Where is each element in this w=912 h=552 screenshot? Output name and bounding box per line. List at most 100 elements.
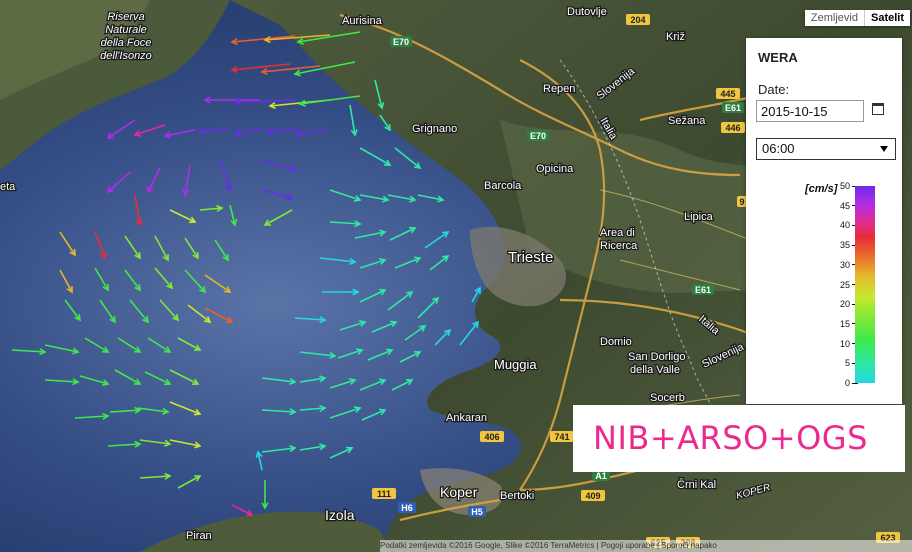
current-arrow	[259, 159, 297, 171]
current-arrow	[257, 451, 263, 471]
scale-tick: 20	[840, 299, 858, 309]
current-arrowhead	[377, 101, 385, 110]
urban-trieste	[470, 226, 567, 307]
svg-text:409: 409	[585, 491, 600, 501]
current-arrowhead	[225, 316, 234, 323]
current-arrowhead	[133, 346, 142, 353]
svg-text:H6: H6	[401, 503, 413, 513]
label-grignano: Grignano	[412, 123, 457, 135]
current-arrow	[64, 299, 81, 321]
current-arrow	[59, 269, 73, 293]
calendar-icon[interactable]	[872, 103, 884, 115]
current-arrow	[99, 299, 116, 323]
current-arrow	[295, 129, 329, 135]
current-arrowhead	[349, 257, 357, 266]
current-arrowhead	[474, 286, 481, 295]
road-badge-a1: A1	[592, 470, 610, 481]
current-arrowhead	[66, 285, 73, 294]
current-arrowhead	[39, 348, 47, 356]
current-arrowhead	[193, 408, 202, 416]
current-arrowhead	[101, 379, 110, 387]
current-arrow	[154, 235, 169, 261]
current-arrow	[404, 325, 426, 341]
label-eta: eta	[0, 181, 16, 193]
current-arrowhead	[289, 377, 297, 385]
current-arrowhead	[74, 313, 82, 322]
current-arrow	[177, 337, 201, 351]
current-arrowhead	[289, 445, 297, 453]
current-arrowhead	[164, 472, 172, 480]
current-arrowhead	[69, 248, 76, 257]
label-lipica: Lipica	[684, 211, 714, 223]
current-arrowhead	[72, 347, 80, 355]
current-arrowhead	[166, 281, 174, 290]
label-muggia: Muggia	[494, 357, 537, 372]
chevron-down-icon	[880, 146, 888, 152]
current-arrowhead	[263, 219, 272, 226]
current-arrow	[169, 369, 199, 385]
label-trieste: Trieste	[508, 249, 553, 266]
current-arrow	[367, 349, 393, 361]
time-select-value: 06:00	[762, 141, 795, 156]
current-arrow	[417, 297, 439, 319]
current-arrow	[379, 114, 391, 131]
current-arrowhead	[389, 320, 398, 328]
current-arrow	[204, 307, 233, 323]
current-arrowhead	[134, 406, 142, 414]
current-arrowhead	[198, 127, 206, 135]
road-badge-445: 445	[716, 88, 740, 99]
current-arrow	[107, 171, 131, 193]
svg-text:A1: A1	[595, 471, 607, 481]
current-arrowhead	[255, 450, 263, 458]
current-arrow	[391, 379, 413, 391]
map-type-satelit-button[interactable]: Satelit	[863, 10, 910, 26]
current-arrowhead	[106, 132, 115, 139]
current-arrow	[199, 207, 223, 211]
scale-tick: 15	[840, 319, 858, 329]
current-arrowhead	[432, 296, 440, 304]
current-arrow	[297, 31, 361, 43]
current-arrowhead	[162, 253, 169, 262]
map-type-zemljevid-button[interactable]: Zemljevid	[810, 12, 858, 24]
date-input[interactable]: 2015-10-15	[756, 100, 864, 122]
map-type-control: Zemljevid Satelit	[804, 10, 910, 26]
current-arrow	[231, 504, 253, 516]
current-arrow	[134, 124, 166, 136]
scale-tick: 10	[840, 339, 858, 349]
road-badge-e61: E61	[692, 284, 714, 295]
current-arrowhead	[409, 195, 417, 203]
time-select[interactable]: 06:00	[756, 138, 896, 160]
current-arrowhead	[203, 96, 211, 104]
road-badge-204: 204	[626, 14, 650, 25]
label-barcola: Barcola	[484, 180, 522, 192]
current-arrow	[429, 255, 449, 271]
current-arrow	[169, 439, 201, 447]
current-arrow	[177, 475, 201, 489]
current-arrow	[359, 259, 386, 269]
current-arrowhead	[194, 441, 202, 449]
current-arrowhead	[405, 378, 414, 386]
current-arrowhead	[289, 165, 298, 173]
road-badge-e70: E70	[527, 130, 549, 141]
current-arrowhead	[285, 193, 294, 201]
svg-text:741: 741	[554, 432, 569, 442]
current-arrowhead	[102, 412, 110, 420]
current-arrowhead	[383, 159, 392, 166]
current-arrow	[339, 321, 366, 331]
current-arrowhead	[353, 195, 362, 202]
current-arrow	[359, 147, 391, 166]
current-arrow	[234, 99, 296, 103]
current-arrow	[44, 344, 79, 353]
scale-tick: 50	[840, 181, 858, 191]
current-arrowhead	[135, 219, 143, 227]
current-arrowhead	[293, 69, 301, 77]
road-badge-446: 446	[721, 122, 745, 133]
current-arrowhead	[441, 231, 450, 238]
svg-text:623: 623	[880, 533, 895, 543]
current-arrowhead	[413, 350, 422, 358]
current-arrowhead	[261, 502, 269, 510]
current-arrowhead	[319, 404, 327, 412]
current-arrow	[231, 63, 291, 71]
current-arrow	[107, 119, 136, 139]
